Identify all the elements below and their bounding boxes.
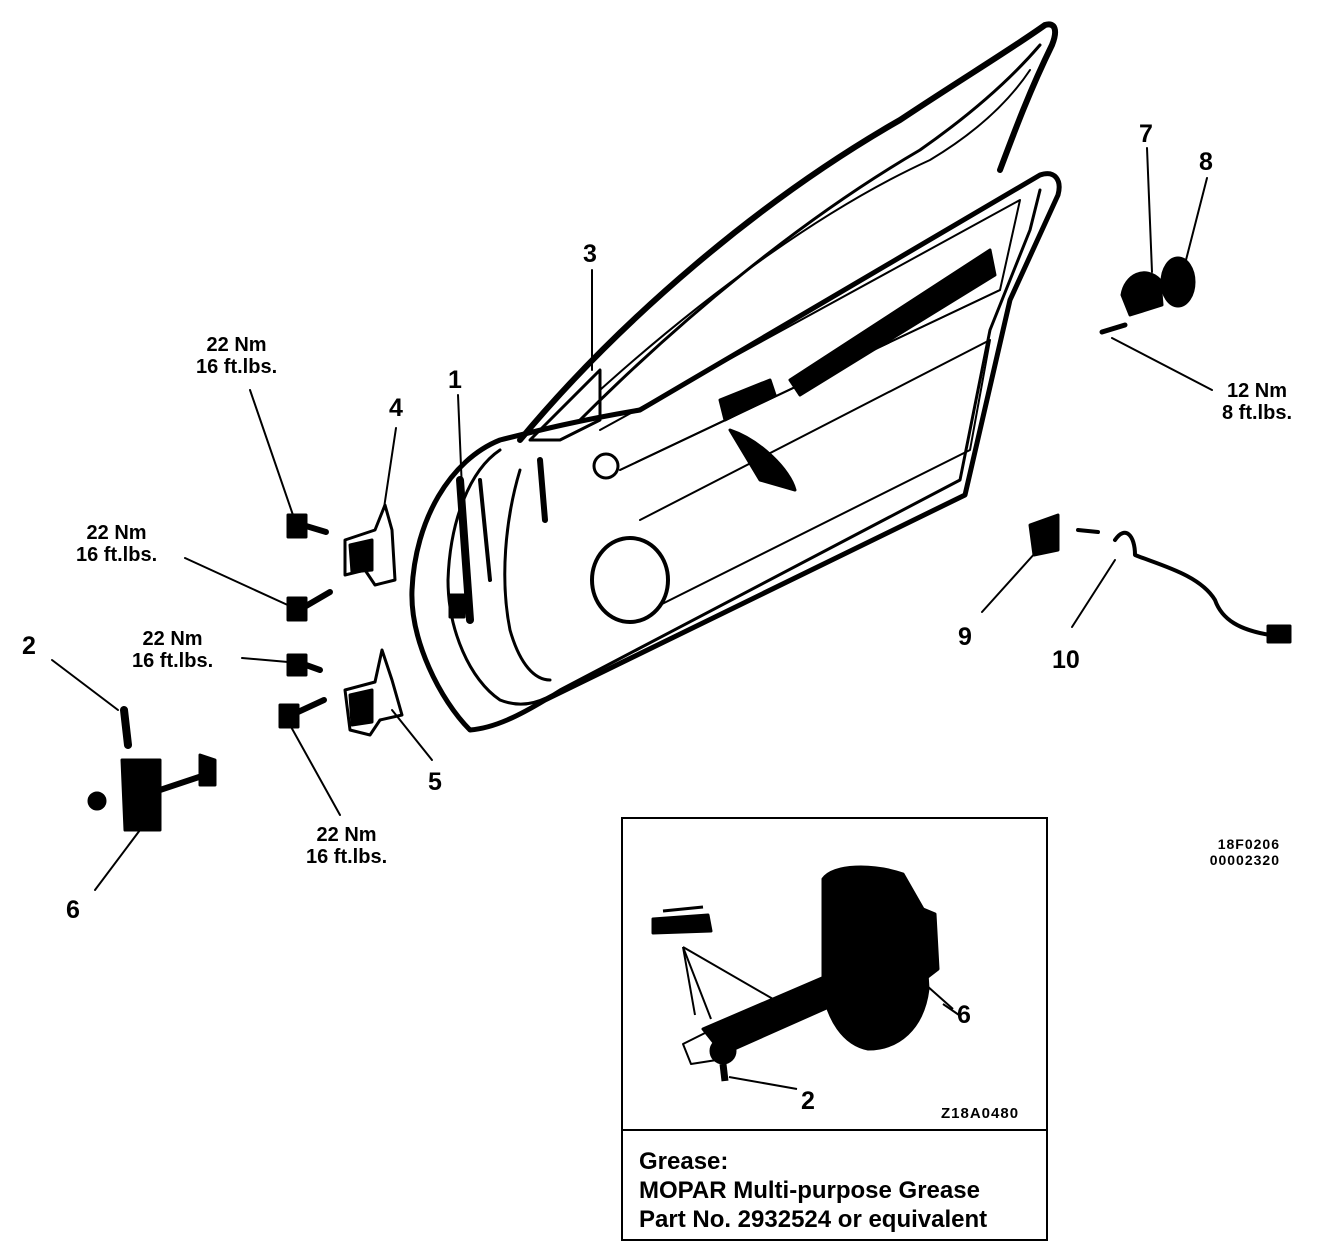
upper-hinge [343,503,397,587]
torque-spec-mid-bolt: 22 Nm 16 ft.lbs. [76,522,158,566]
grease-inset: 6 2 Z18A0480 Grease: MOPAR Multi-purpose… [621,817,1048,1241]
callout-3: 3 [583,240,597,268]
lower-hinge [343,648,404,737]
callout-9: 9 [958,623,972,651]
callout-5: 5 [428,768,442,796]
callout-4: 4 [389,394,403,422]
torque-spec-upper-bolt: 22 Nm 16 ft.lbs. [196,334,278,378]
inset-figure-code: Z18A0480 [941,1105,1020,1122]
grease-title: Grease: [639,1148,729,1175]
check-link-pin [120,706,132,749]
figure-code: 18F0206 00002320 [1209,836,1280,868]
hinge-bolt-mid [286,589,333,622]
hinge-bolt-upper [286,513,329,539]
grease-part-number: Part No. 2932524 or equivalent [639,1206,988,1233]
door-check [87,753,217,832]
grease-product: MOPAR Multi-purpose Grease [639,1177,980,1204]
inset-divider [623,1129,1046,1131]
leader-lines [51,147,1213,891]
door-latch-cable [1076,528,1292,644]
torque-spec-low-bolt: 22 Nm 16 ft.lbs. [132,628,214,672]
callout-10: 10 [1052,646,1080,674]
callout-1: 1 [448,366,462,394]
callout-7: 7 [1139,120,1153,148]
hinge-bolt-bottom [278,697,327,729]
callout-8: 8 [1199,148,1213,176]
mirror-cap [1160,256,1196,308]
inset-callout-6: 6 [957,1001,971,1029]
lock-cylinder [1028,513,1060,557]
inset-callout-2: 2 [801,1087,815,1115]
grease-note: Grease: MOPAR Multi-purpose Grease Part … [639,1147,987,1234]
inset-artwork [651,865,960,1090]
torque-spec-bottom-bolt: 22 Nm 16 ft.lbs. [306,824,388,868]
callout-2: 2 [22,632,36,660]
mirror-cover [1099,271,1164,335]
torque-spec-mirror: 12 Nm 8 ft.lbs. [1222,380,1293,424]
door-assembly [409,21,1062,733]
hinge-bolt-low [286,653,323,677]
callout-6: 6 [66,896,80,924]
